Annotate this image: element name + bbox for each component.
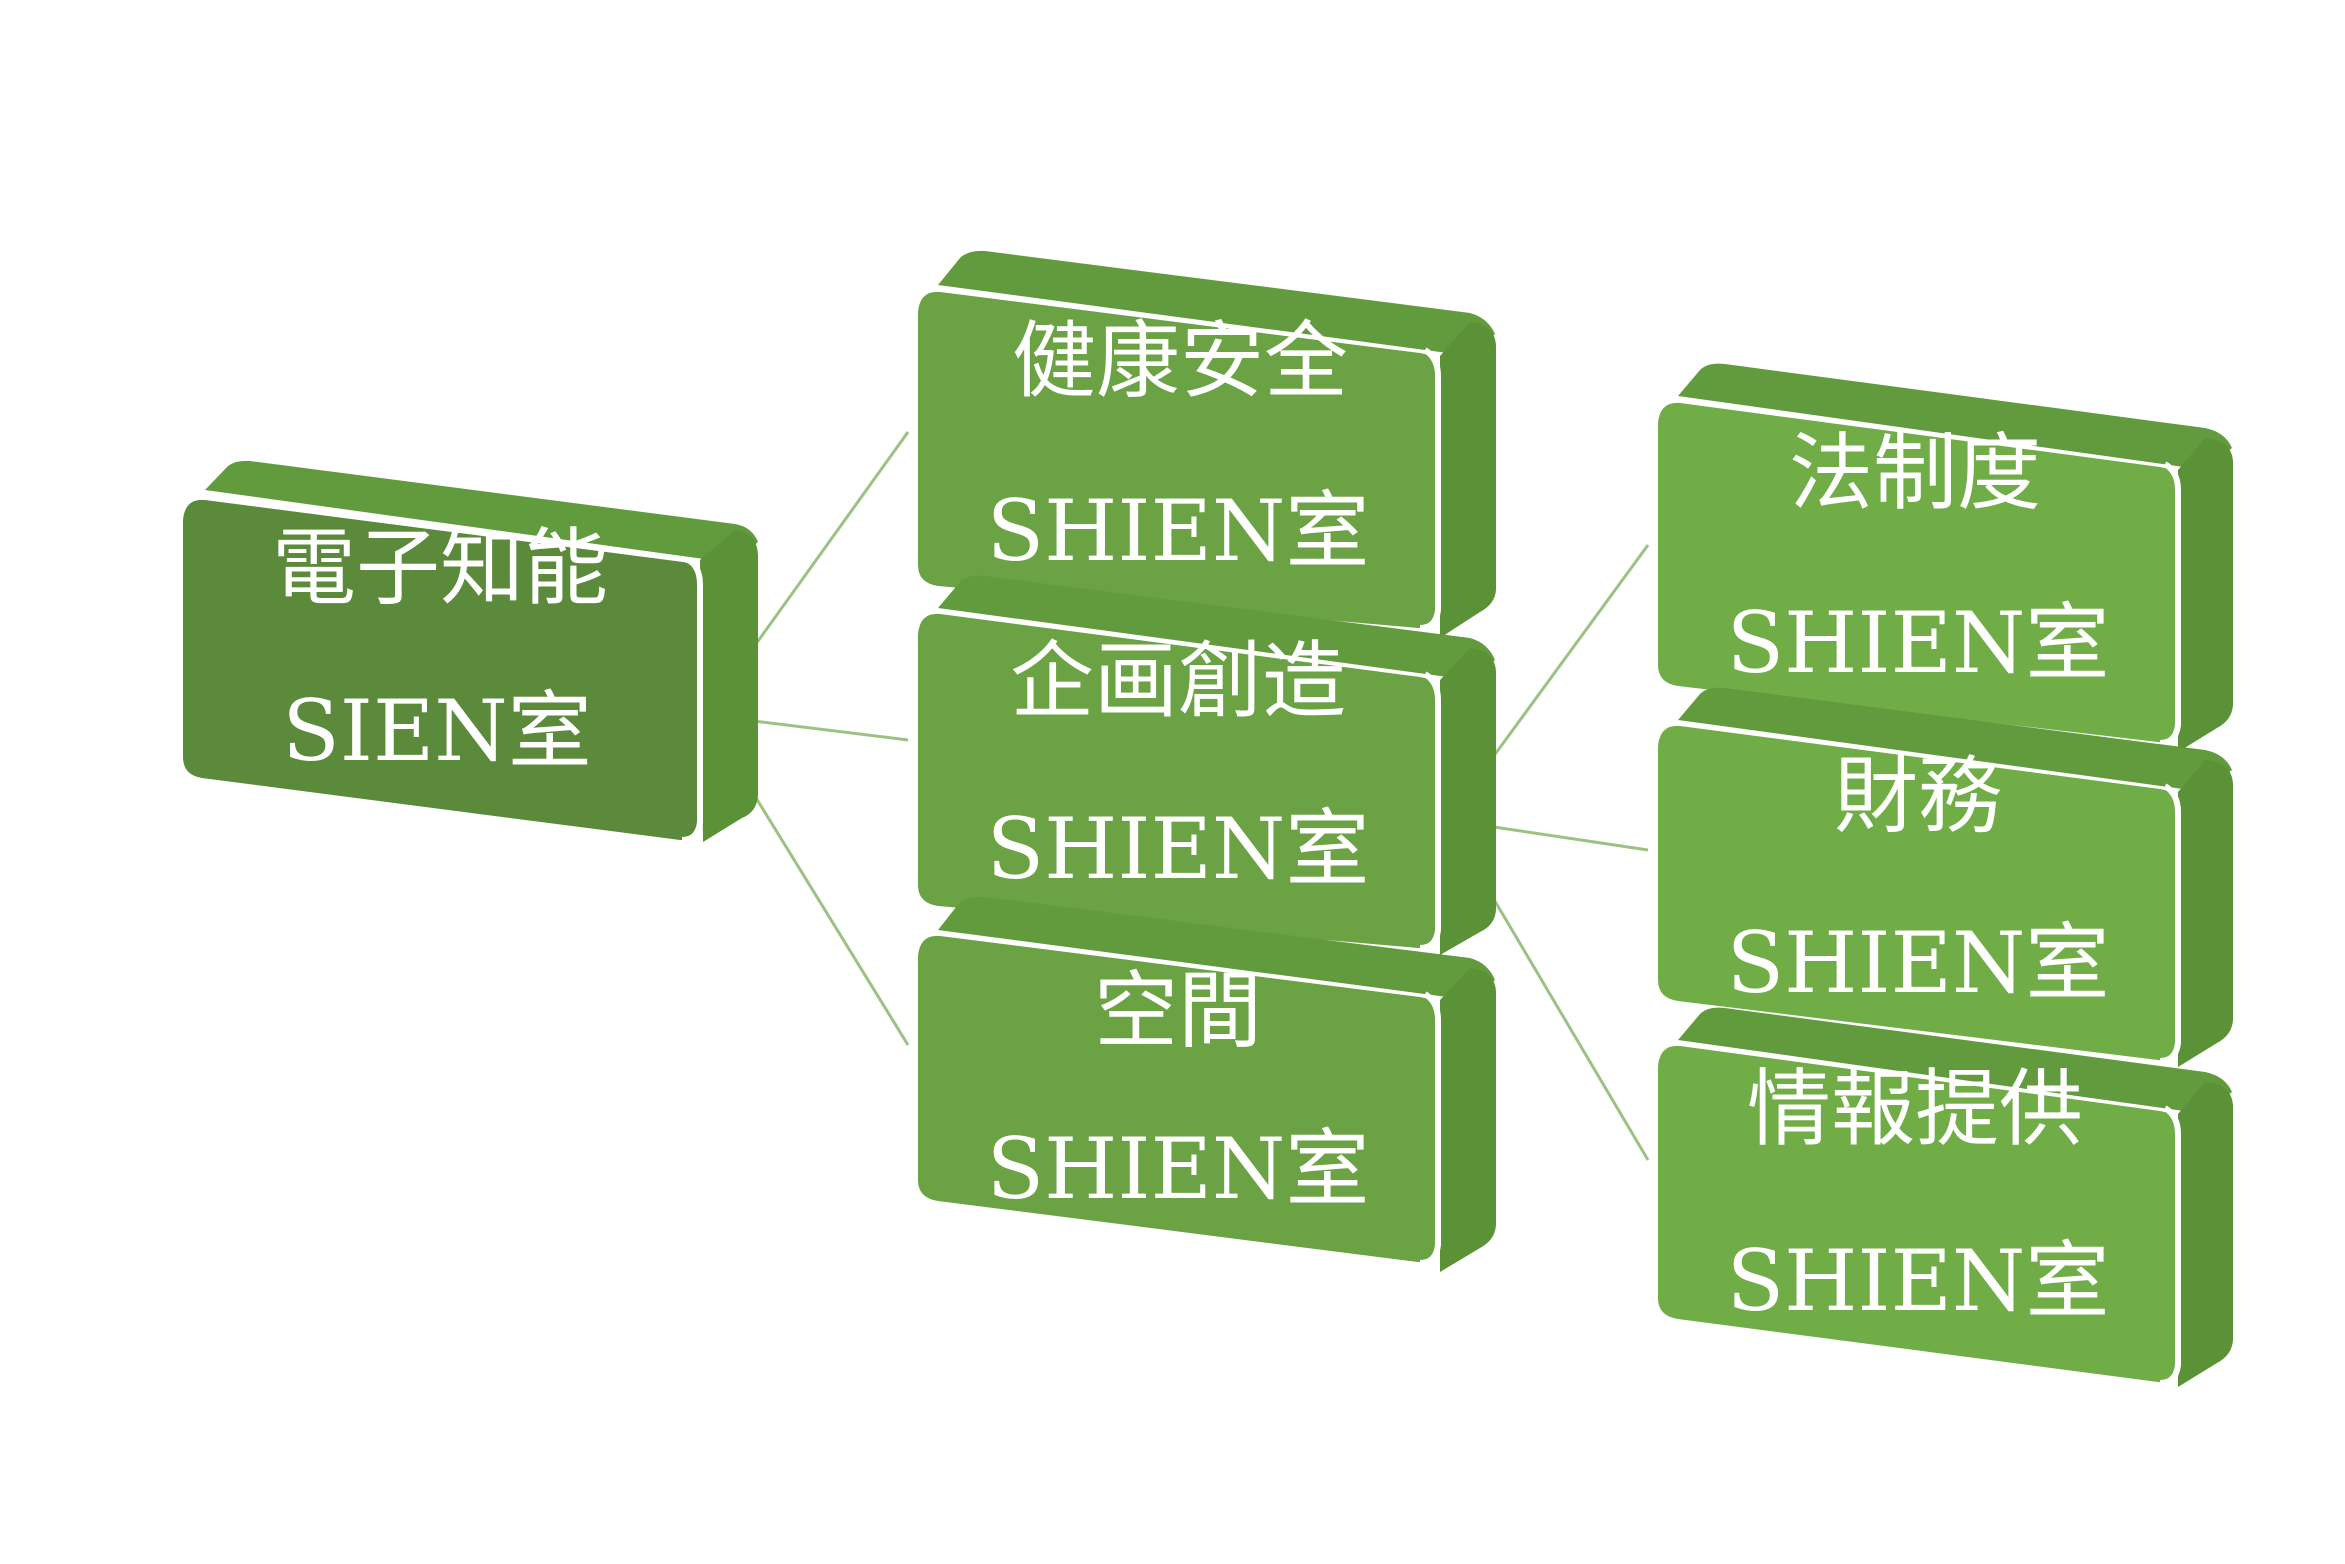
node-space-top-face — [938, 896, 1495, 1000]
node-law-system-side-face — [2178, 438, 2233, 752]
node-space: 空間 SHIEN室 — [918, 896, 1496, 1272]
node-law-system-subtitle: SHIEN室 — [1727, 594, 2110, 692]
node-finance-subtitle: SHIEN室 — [1727, 914, 2110, 1012]
node-information-subtitle: SHIEN室 — [1727, 1232, 2110, 1330]
node-finance-top-face — [1678, 687, 2232, 792]
node-information-front-face — [1658, 1045, 2180, 1383]
node-health-safety-border — [1419, 347, 1441, 631]
node-finance-border — [2159, 783, 2181, 1064]
root-node-top-face — [205, 460, 758, 563]
node-law-system: 法制度 SHIEN室 — [1658, 363, 2233, 752]
node-law-system-front-face — [1658, 402, 2180, 743]
root-node-subtitle: SIEN室 — [282, 682, 592, 780]
node-health-safety-top-face — [938, 250, 1495, 356]
node-finance-title: 財務 — [1834, 747, 2002, 845]
node-space-title: 空間 — [1094, 962, 1262, 1060]
node-information-border — [2159, 1105, 2181, 1386]
node-finance-side-face — [2178, 760, 2233, 1067]
node-law-system-title: 法制度 — [1789, 424, 2041, 522]
node-space-border — [1419, 991, 1441, 1266]
node-planning-creation-subtitle: SHIEN室 — [987, 800, 1370, 898]
node-planning-creation-side-face — [1440, 648, 1496, 955]
node-health-safety-title: 健康安全 — [1012, 312, 1348, 410]
node-planning-creation: 企画創造 SHIEN室 — [918, 575, 1496, 955]
node-planning-creation-front-face — [918, 613, 1440, 949]
node-information-title: 情報提供 — [1747, 1060, 2083, 1158]
node-health-safety-subtitle: SHIEN室 — [987, 482, 1370, 580]
node-planning-creation-border — [1419, 671, 1441, 951]
root-node-side-face — [700, 530, 758, 842]
root-node-front-face — [183, 499, 702, 841]
node-information-side-face — [2178, 1082, 2233, 1387]
root-node: 電子知能 SIEN室 — [183, 460, 758, 843]
node-law-system-border — [2159, 461, 2181, 746]
node-law-system-top-face — [1678, 363, 2232, 470]
node-finance: 財務 SHIEN室 — [1658, 687, 2233, 1067]
node-information-top-face — [1678, 1007, 2232, 1114]
root-node-title: 電子知能 — [272, 519, 608, 617]
node-health-safety-side-face — [1440, 322, 1496, 638]
node-space-side-face — [1440, 968, 1496, 1272]
node-health-safety-front-face — [918, 291, 1440, 629]
node-health-safety: 健康安全 SHIEN室 — [918, 250, 1496, 638]
node-planning-creation-top-face — [938, 575, 1495, 680]
node-planning-creation-title: 企画創造 — [1010, 632, 1346, 730]
node-information: 情報提供 SHIEN室 — [1658, 1007, 2233, 1387]
node-space-front-face — [918, 935, 1440, 1263]
node-space-subtitle: SHIEN室 — [987, 1120, 1370, 1218]
root-node-border — [681, 557, 703, 843]
node-finance-front-face — [1658, 725, 2180, 1061]
